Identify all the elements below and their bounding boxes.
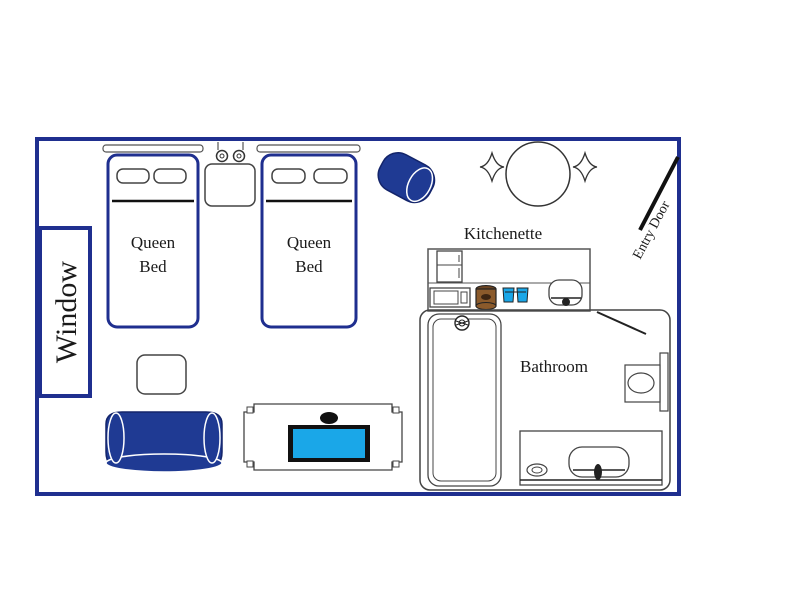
kitchenette-label: Kitchenette: [464, 224, 542, 243]
pillow: [116, 168, 150, 184]
queen-bed-left-label-line2: Bed: [139, 257, 167, 276]
pillow: [271, 168, 306, 184]
shower-head-icon: [454, 315, 470, 331]
queen-bed-right: [260, 153, 358, 329]
lamp-icon: [215, 142, 246, 163]
bathroom-label: Bathroom: [520, 357, 588, 376]
chair-icon: [479, 150, 598, 184]
queen-bed-right-label-line1: Queen: [287, 233, 332, 252]
pillow: [153, 168, 187, 184]
window-label: Window: [50, 261, 83, 363]
soap-dish-icon: [526, 463, 548, 477]
sofa-icon: [105, 411, 223, 473]
window: [38, 226, 92, 398]
ottoman: [136, 354, 187, 395]
kitchen-sink-icon: [548, 279, 583, 306]
tv-icon: [288, 412, 370, 462]
microwave-icon: [429, 287, 471, 308]
queen-bed-left-label-line1: Queen: [131, 233, 176, 252]
coffee-maker-icon: [475, 285, 497, 310]
bathroom-door: [596, 311, 647, 335]
bathtub-icon: [427, 313, 502, 487]
fridge-icon: [436, 250, 463, 283]
cups-icon: [502, 287, 529, 303]
queen-bed-right-label-line2: Bed: [295, 257, 323, 276]
toilet-icon: [624, 352, 669, 412]
headboard-rail-left: [102, 144, 204, 153]
nightstand: [204, 163, 256, 207]
armchair-icon: [377, 152, 436, 204]
entry-door: [638, 156, 680, 231]
headboard-rail-right: [256, 144, 361, 153]
dining-table: [505, 141, 571, 207]
pillow: [313, 168, 348, 184]
bathroom-wall: [419, 309, 671, 491]
bathroom-sink-icon: [568, 446, 630, 480]
queen-bed-left: [106, 153, 200, 329]
room-outer-wall: [35, 137, 681, 496]
